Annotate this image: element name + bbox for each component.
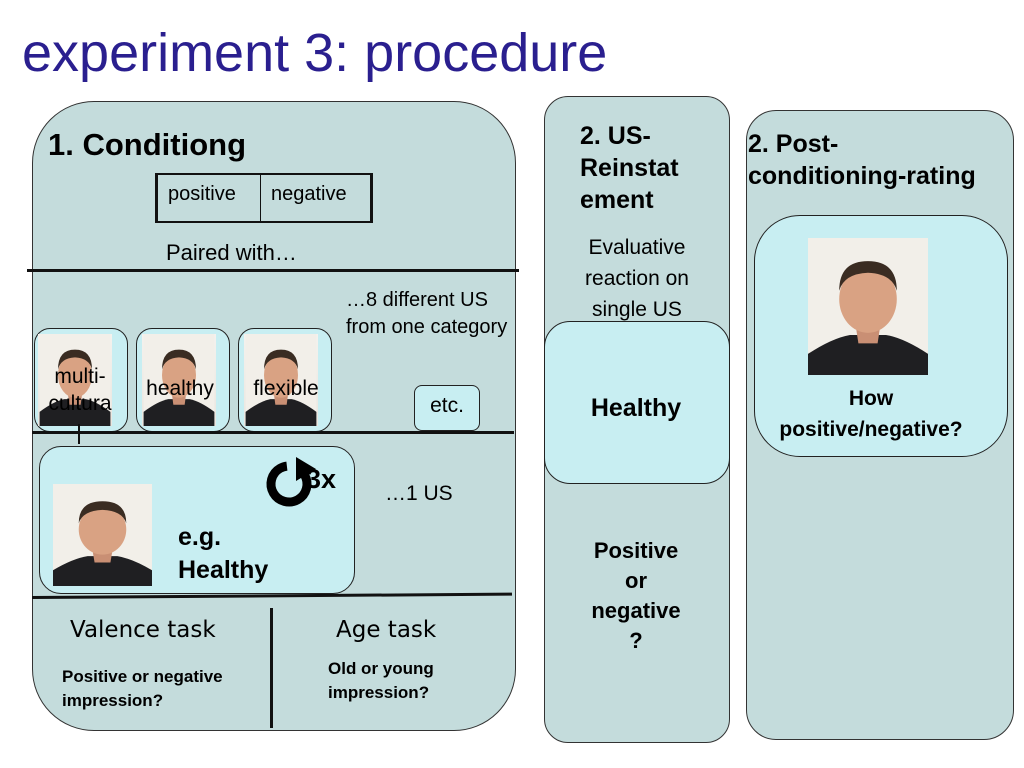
divider-middle <box>32 431 514 434</box>
valence-task-title: Valence task <box>70 617 216 643</box>
age-task-question: Old or young impression? <box>328 659 434 702</box>
reinstatement-description: Evaluative reaction on single US <box>585 236 689 321</box>
post-rating-heading: 2. Post- conditioning-rating <box>748 130 976 190</box>
refresh-icon <box>262 455 318 511</box>
example-label: e.g. Healthy <box>178 523 269 584</box>
age-task-title: Age task <box>336 617 437 643</box>
one-us-label: …1 US <box>385 482 453 505</box>
us-note: …8 different US from one category <box>346 289 508 338</box>
post-rating-question: How positive/negative? <box>779 387 963 441</box>
divider-top <box>27 269 519 272</box>
face-label-multicultural: multi- cultura <box>48 365 112 415</box>
face-photo <box>142 334 216 426</box>
example-face-photo <box>53 484 152 586</box>
face-label-healthy: healthy <box>146 377 214 400</box>
face-label-flexible: flexible <box>253 377 319 400</box>
etc-box <box>414 385 480 431</box>
etc-label: etc. <box>430 394 464 417</box>
table-cell-negative: negative <box>271 183 347 205</box>
connector-tick <box>78 424 80 444</box>
healthy-card <box>544 321 730 484</box>
task-separator <box>270 608 273 728</box>
page-title: experiment 3: procedure <box>22 23 608 83</box>
healthy-word: Healthy <box>590 394 682 422</box>
conditioning-heading: 1. Conditiong <box>48 127 247 162</box>
face-photo <box>244 334 318 426</box>
post-face-photo <box>808 238 928 375</box>
repeat-count: 3x <box>306 464 337 494</box>
paired-with-label: Paired with… <box>166 240 297 265</box>
table-cell-positive: positive <box>158 175 261 221</box>
reinstatement-heading: 2. US- Reinstat ement <box>580 122 679 214</box>
reinstatement-question: Positive or negative ? <box>591 538 681 653</box>
valence-task-question: Positive or negative impression? <box>62 667 223 710</box>
valence-table: positive negative <box>155 173 373 223</box>
face-photo <box>38 334 112 426</box>
